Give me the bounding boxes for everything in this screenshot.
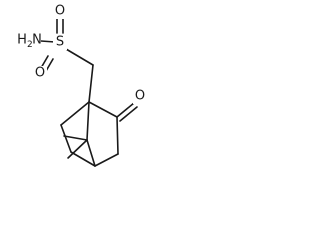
atom-label-amine-h-count: 2 — [27, 40, 33, 50]
bond-c1-c7 — [86, 101, 90, 141]
bond-c5-c6 — [60, 124, 72, 153]
bond-c2-c3 — [116, 116, 119, 155]
molecule-diagram: H 2 N S O O O — [14, 4, 147, 167]
bond-c2-o-2 — [119, 106, 138, 122]
atom-label-amine-h: H — [17, 33, 27, 48]
bond-c7-c4 — [86, 139, 96, 167]
bond-c4-c5 — [70, 151, 96, 167]
bond-s-ch2 — [65, 48, 94, 66]
bond-ch2-c1 — [88, 64, 94, 103]
bond-c2-o-1 — [116, 102, 135, 118]
bond-c3-c4 — [94, 153, 119, 167]
atom-label-sulfur: S — [56, 35, 64, 50]
atom-labels: H 2 N S O O O — [14, 4, 147, 104]
bond-s-o-bottom-2 — [45, 58, 54, 72]
bond-c6-c1 — [60, 101, 90, 126]
bond-c7-me1 — [63, 135, 88, 141]
atom-label-sulfonyl-oxygen-bottom: O — [35, 66, 45, 81]
bond-c1-c2 — [88, 101, 118, 118]
atom-label-amine-n: N — [32, 33, 42, 48]
bond-c7-me2 — [67, 139, 88, 159]
bonds — [40, 17, 138, 167]
atom-label-sulfonyl-oxygen-top: O — [55, 4, 65, 19]
bond-n-s — [40, 40, 56, 43]
atom-label-ketone-oxygen: O — [135, 89, 145, 104]
